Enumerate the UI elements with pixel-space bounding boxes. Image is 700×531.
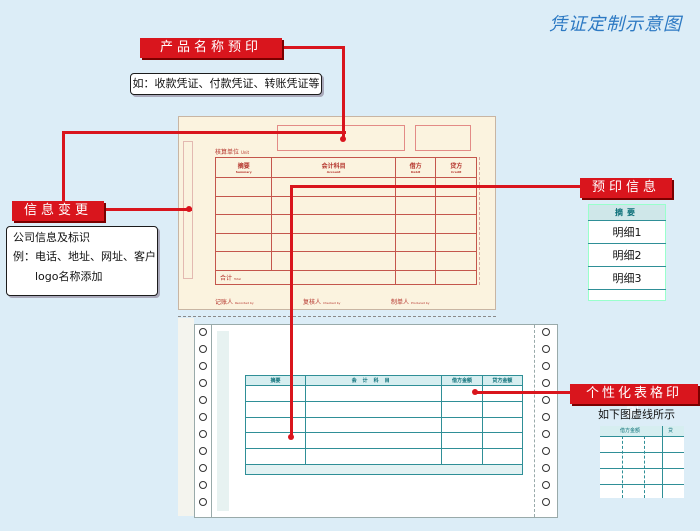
tear-line: [178, 316, 496, 317]
sprocket-hole: [542, 379, 550, 387]
sprocket-hole: [199, 379, 207, 387]
connector-custom: [476, 391, 570, 394]
product-name-label: 产品名称预印: [140, 38, 282, 58]
sprocket-hole: [542, 396, 550, 404]
col-account-head: 会计科目: [304, 375, 443, 386]
sprocket-hole: [542, 362, 550, 370]
col-summary-head: 摘要: [245, 375, 306, 386]
sprocket-hole: [542, 447, 550, 455]
voucher-bottom: 摘要 会计科目 借方金额 贷方金额: [194, 324, 558, 518]
connector-info-v: [62, 131, 65, 203]
info-note-line1: 公司信息及标识: [13, 231, 90, 244]
left-hole-strip: [195, 325, 212, 517]
table-row: [214, 195, 477, 216]
sprocket-hole: [199, 430, 207, 438]
sprocket-hole: [542, 430, 550, 438]
sample-detail-table: 摘要 明细1 明细2 明细3: [588, 204, 666, 301]
page-title: 凭证定制示意图: [549, 14, 682, 35]
dashed-hint: 如下图虚线所示: [598, 408, 675, 421]
product-example-note: 如：收款凭证、付款凭证、转账凭证等: [130, 73, 322, 95]
table-row: [245, 400, 524, 418]
connector-product-dot: [340, 136, 346, 142]
total-row: 合计 Total: [215, 270, 477, 285]
mini-dashed-table: 借方金额 贷: [600, 426, 684, 498]
connector-info-h: [104, 208, 192, 211]
connector-product: [282, 46, 344, 49]
table-row: [214, 232, 477, 253]
sprocket-hole: [199, 481, 207, 489]
connector-product-v: [342, 46, 345, 138]
sprocket-hole: [542, 345, 550, 353]
list-item: 明细3: [588, 266, 666, 290]
table-row: [214, 214, 477, 234]
col-summary-head: 摘要 Summary: [214, 157, 273, 178]
unit-label: 核算单位 Unit: [215, 149, 250, 156]
right-stub-strip: [479, 157, 486, 285]
recorded-by: 记账人 Recorded by: [215, 299, 254, 306]
sprocket-hole: [542, 498, 550, 506]
sprocket-hole: [542, 328, 550, 336]
product-name-placeholder: [277, 125, 405, 151]
col-credit-head: 贷方 Credit: [435, 157, 477, 178]
info-change-label: 信息变更: [12, 201, 104, 221]
table-row: [245, 416, 524, 434]
voucher-bottom-table: 摘要 会计科目 借方金额 贷方金额: [245, 375, 524, 475]
total-row: [245, 464, 523, 475]
info-note-line2: 例：电话、地址、网址、客户: [13, 250, 156, 263]
sprocket-hole: [199, 447, 207, 455]
table-row: [245, 432, 524, 450]
connector-preprint-dot: [288, 434, 294, 440]
right-hole-strip: [534, 325, 557, 517]
connector-info-dot: [186, 206, 192, 212]
table-row: [245, 448, 524, 465]
col-debit-head: 借方 Debit: [394, 157, 437, 178]
connector-custom-dot: [472, 389, 478, 395]
teal-side-strip: [217, 331, 229, 511]
info-note: 公司信息及标识 例：电话、地址、网址、客户 logo名称添加: [6, 226, 158, 296]
sprocket-hole: [199, 328, 207, 336]
sprocket-hole: [199, 362, 207, 370]
sprocket-hole: [199, 464, 207, 472]
sample-table-header: 摘要: [588, 204, 666, 221]
table-row: [214, 251, 477, 271]
info-note-line3: logo名称添加: [35, 270, 103, 283]
connector-info-top: [62, 131, 346, 134]
sprocket-hole: [199, 345, 207, 353]
custom-table-label: 个性化表格印刷: [570, 384, 698, 421]
checked-by: 复核人 Checked by: [303, 299, 341, 306]
voucher-top-table: 摘要 Summary 会计科目 Account 借方 Debit 贷方 Cred…: [214, 157, 477, 285]
list-item: 明细1: [588, 220, 666, 244]
sprocket-hole: [199, 413, 207, 421]
col-account-head: 会计科目 Account: [271, 157, 396, 178]
produced-by: 制单人 Produced by: [391, 299, 430, 306]
mini-col-credit: 贷: [668, 428, 674, 434]
faded-stub: [178, 318, 194, 516]
sprocket-hole: [199, 396, 207, 404]
connector-preprint-v: [290, 185, 293, 437]
sprocket-hole: [542, 481, 550, 489]
connector-preprint: [290, 185, 580, 188]
logo-placeholder: [415, 125, 471, 151]
list-item: 明细2: [588, 243, 666, 267]
col-credit-amount-head: 贷方金额: [481, 375, 524, 386]
sprocket-hole: [542, 413, 550, 421]
sprocket-hole: [542, 464, 550, 472]
voucher-top: 核算单位 Unit 摘要 Summary 会计科目 Account 借方 Deb…: [178, 116, 496, 310]
col-debit-amount-head: 借方金额: [441, 375, 483, 386]
preprint-info-label: 预印信息: [580, 178, 672, 198]
sprocket-hole: [199, 498, 207, 506]
mini-col-debit: 借方金额: [620, 428, 641, 434]
